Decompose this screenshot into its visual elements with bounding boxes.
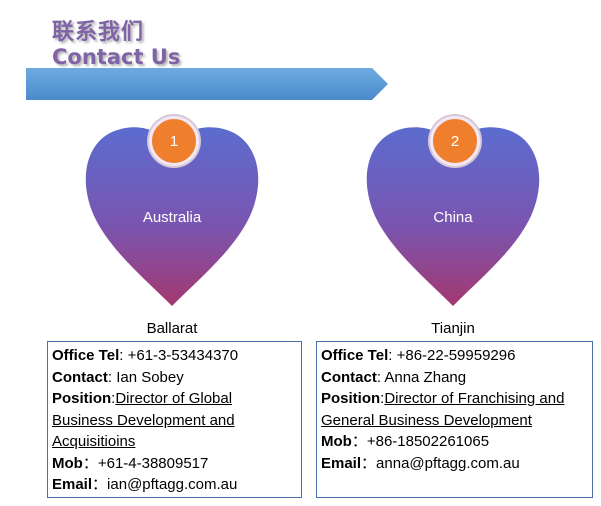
separator: ：	[351, 433, 367, 450]
office-card-china: 2 China	[363, 110, 543, 306]
separator: ：	[361, 454, 377, 472]
position-value-line1: Director of Franchising and	[384, 390, 565, 407]
region-label: Australia	[142, 209, 202, 226]
separator: :	[107, 368, 117, 386]
heart-shape	[366, 127, 540, 306]
contact-row: Contact: Ian Sobey	[52, 367, 301, 389]
separator: :	[111, 390, 116, 407]
email-label: Email	[52, 476, 93, 493]
position-continuation-row: Acquisitioins	[52, 431, 301, 453]
email-row: Email：anna@pftagg.com.au	[321, 453, 592, 475]
email-value[interactable]: anna@pftagg.com.au	[376, 454, 520, 472]
heading-english: Contact Us	[52, 45, 181, 69]
mob-value: +61-4-38809517	[97, 454, 209, 472]
city-label-ballarat: Ballarat	[146, 320, 198, 337]
office-card-australia: 1 Australia	[82, 110, 262, 306]
separator: :	[388, 347, 397, 364]
position-row: Position:Director of Franchising and	[321, 388, 592, 410]
contact-label: Contact	[52, 368, 108, 386]
position-continuation-row: General Business Development	[321, 410, 592, 432]
position-label: Position	[321, 390, 381, 407]
position-continuation-row: Business Development and	[52, 410, 301, 432]
heading-chinese: 联系我们	[52, 20, 145, 45]
position-row: Position:Director of Global	[52, 388, 301, 410]
position-value-line1: Director of Global	[115, 390, 233, 407]
contact-box-tianjin: Office Tel: +86-22-59959296 Contact: Ann…	[316, 341, 593, 498]
office-tel-row: Office Tel: +86-22-59959296	[321, 345, 592, 367]
position-value-line2: Business Development and	[52, 411, 235, 429]
mob-label: Mob	[52, 454, 83, 472]
office-tel-label: Office Tel	[52, 347, 120, 364]
mob-value: +86-18502261065	[366, 433, 490, 450]
office-number-badge: 2	[430, 116, 480, 166]
separator: :	[376, 368, 385, 386]
banner-arrow	[26, 68, 388, 100]
mob-row: Mob：+61-4-38809517	[52, 453, 301, 475]
contact-value: Anna Zhang	[384, 368, 467, 386]
office-tel-label: Office Tel	[321, 347, 389, 364]
contact-box-ballarat: Office Tel: +61-3-53434370 Contact: Ian …	[47, 341, 302, 498]
office-tel-value: +61-3-53434370	[127, 347, 239, 364]
email-value[interactable]: ian@pftagg.com.au	[107, 476, 238, 493]
mob-label: Mob	[321, 433, 352, 450]
position-value-line2: General Business Development	[321, 411, 532, 429]
separator: :	[380, 390, 385, 407]
position-value-line3: Acquisitioins	[52, 433, 136, 450]
contact-row: Contact: Anna Zhang	[321, 367, 592, 389]
mob-row: Mob：+86-18502261065	[321, 431, 592, 453]
separator: :	[119, 347, 128, 364]
office-tel-row: Office Tel: +61-3-53434370	[52, 345, 301, 367]
region-label: China	[433, 209, 473, 226]
separator: ：	[82, 454, 98, 472]
office-number-badge: 1	[149, 116, 199, 166]
separator: ：	[92, 476, 108, 493]
contact-value: Ian Sobey	[116, 368, 184, 386]
email-label: Email	[321, 454, 362, 472]
city-label-tianjin: Tianjin	[431, 320, 475, 337]
office-tel-value: +86-22-59959296	[396, 347, 516, 364]
heart-shape	[85, 127, 259, 306]
position-label: Position	[52, 390, 112, 407]
contact-label: Contact	[321, 368, 377, 386]
email-row: Email：ian@pftagg.com.au	[52, 474, 301, 496]
